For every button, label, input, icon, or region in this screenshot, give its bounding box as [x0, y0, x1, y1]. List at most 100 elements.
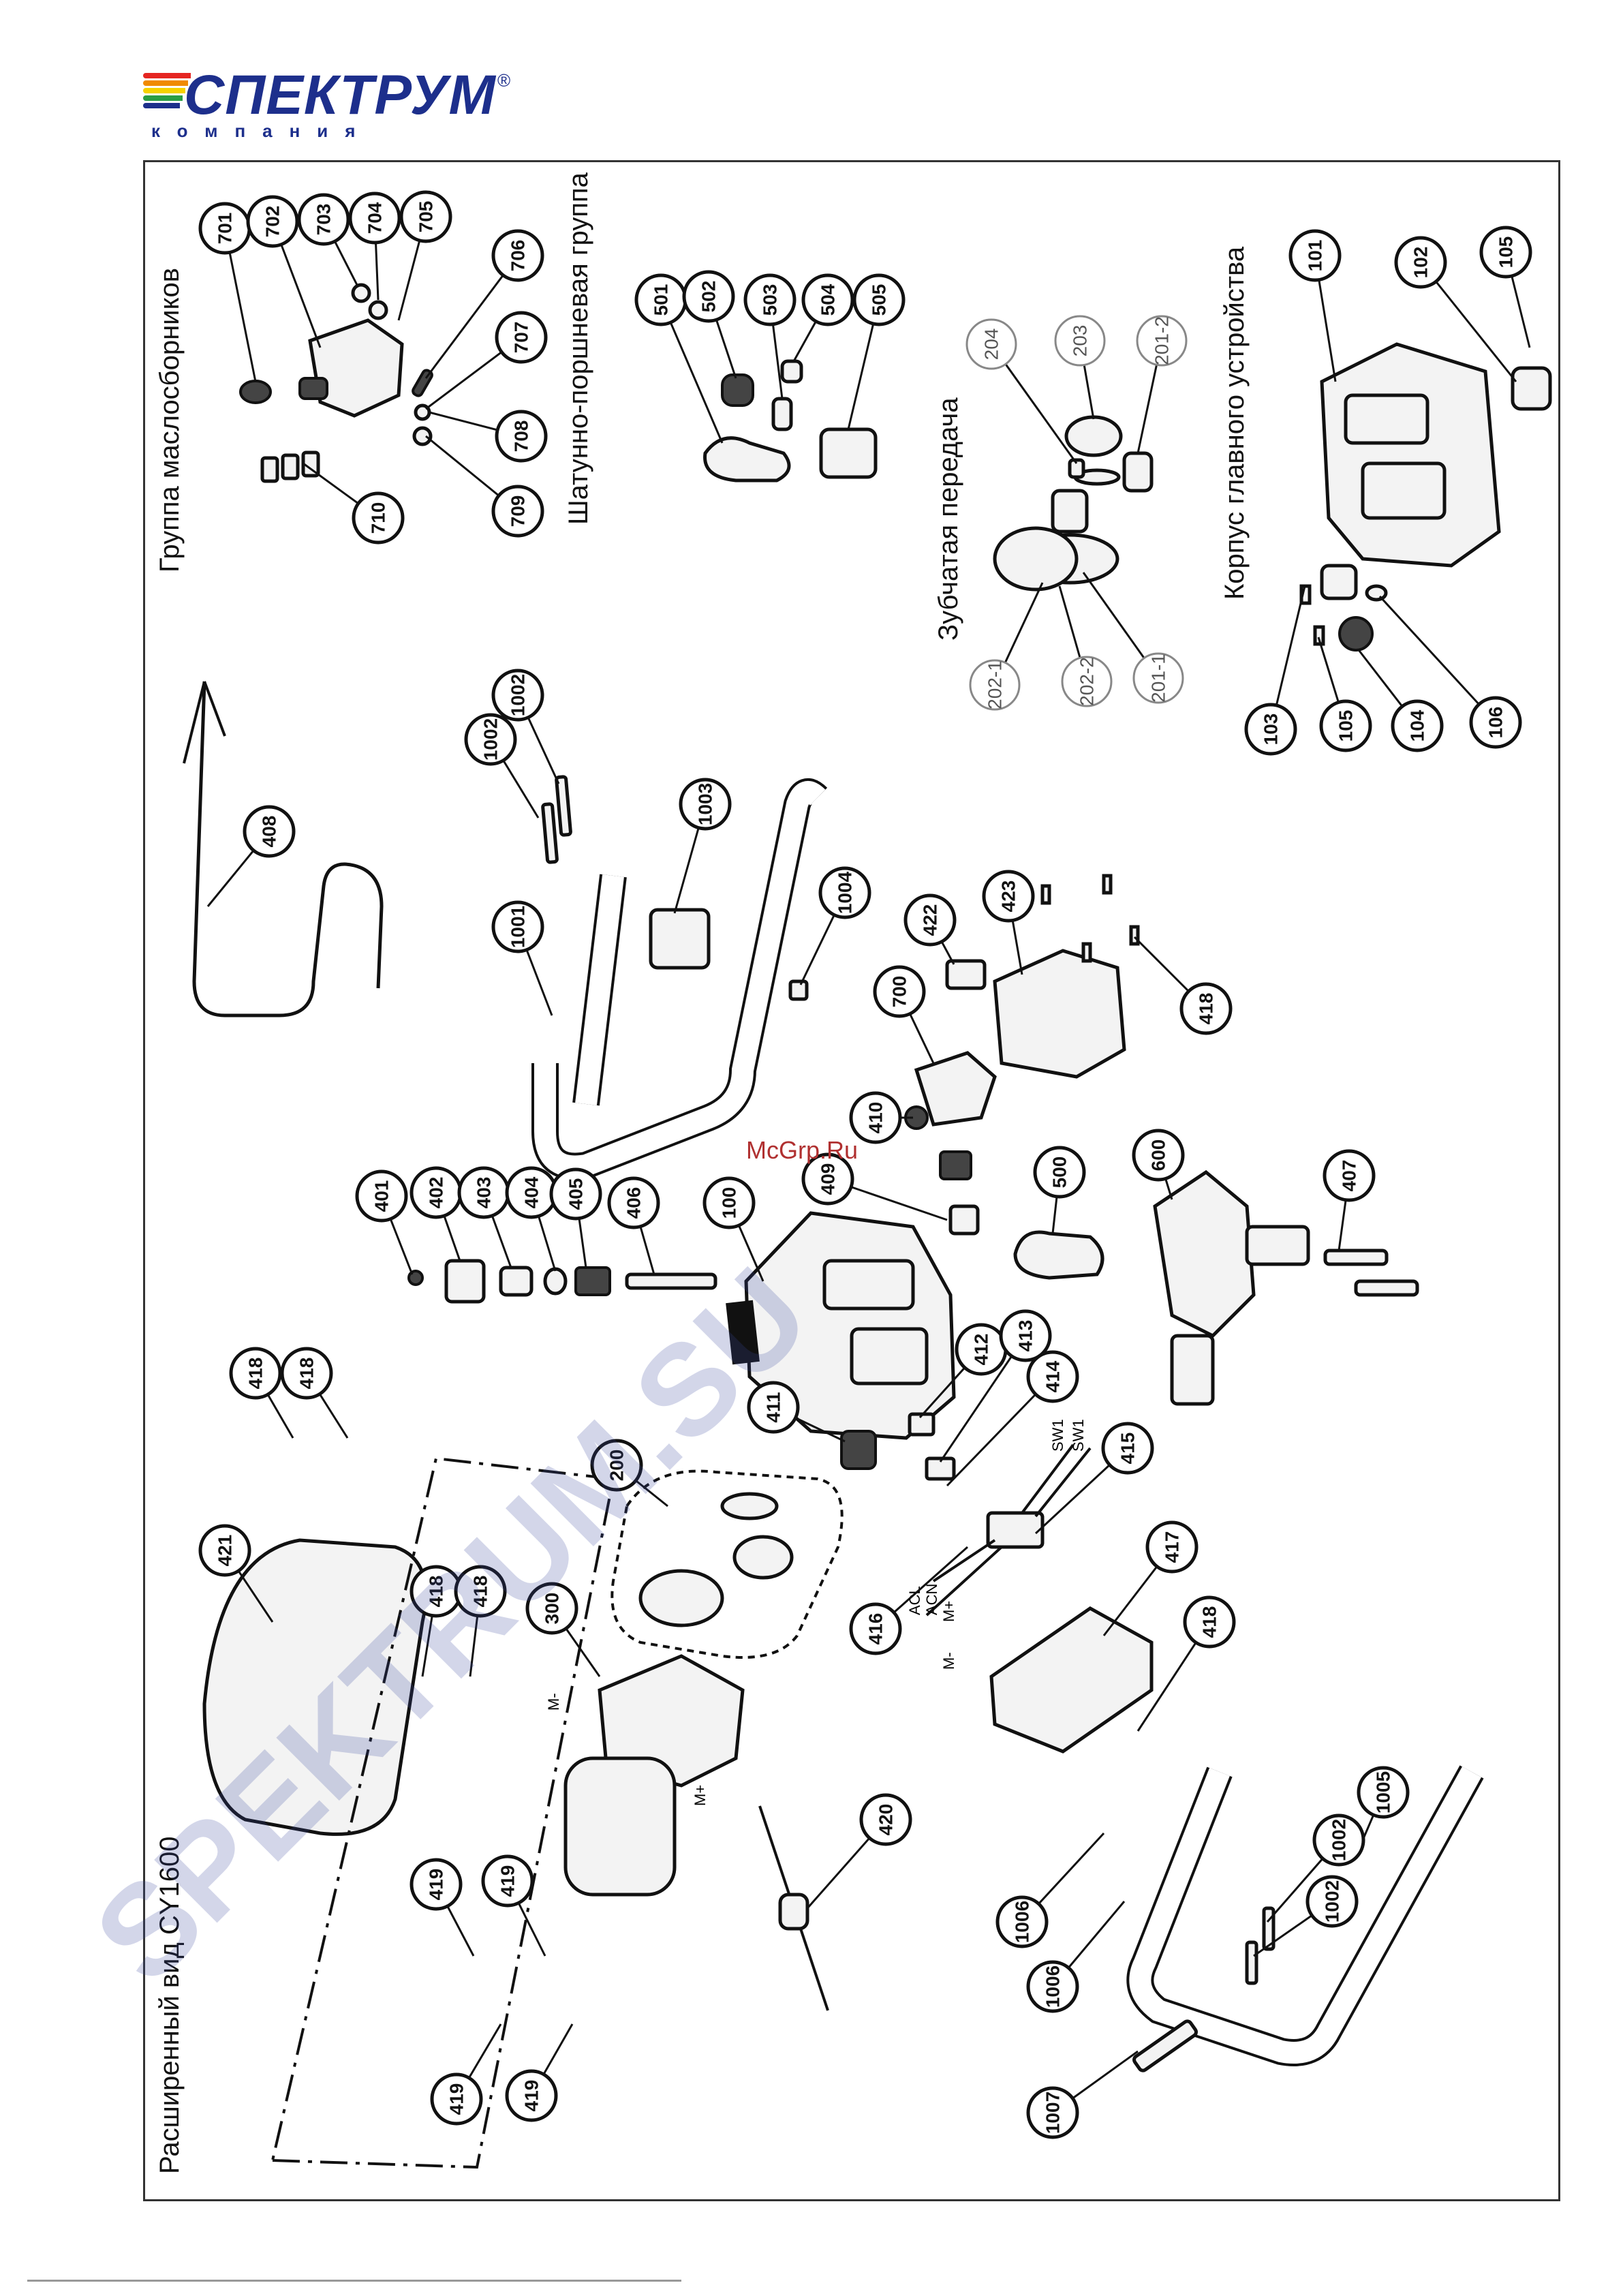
callout-circle-p1002c [1312, 1813, 1365, 1867]
callout-number-p420: 420 [876, 1804, 897, 1836]
callout-p409: 409 [801, 1152, 854, 1206]
callout-number-p710: 710 [368, 502, 389, 534]
brand-name: СПЕКТРУМ [184, 64, 496, 126]
shaft-202-1 [1051, 489, 1089, 534]
handle-1001-fill [534, 781, 826, 1178]
housing-100-handle [726, 1300, 760, 1365]
callout-circle-p102 [1394, 236, 1447, 289]
callout-number-p503: 503 [760, 284, 781, 316]
callout-number-p204: 204 [981, 328, 1002, 361]
callout-circle-p300 [525, 1582, 578, 1635]
callout-number-p406: 406 [623, 1187, 645, 1219]
callout-circle-p410 [849, 1091, 902, 1144]
callout-p707: 707 [495, 311, 548, 364]
callout-p700: 700 [873, 965, 926, 1018]
callout-number-p418f: 418 [1199, 1606, 1220, 1638]
callout-circle-p1001 [491, 900, 544, 953]
small-screw-b [368, 300, 388, 320]
callout-number-p502: 502 [698, 281, 720, 313]
callout-circle-p419c [430, 2072, 483, 2126]
callout-number-p705: 705 [416, 201, 437, 233]
pump-block-600 [1153, 1169, 1256, 1338]
callout-number-p419a: 419 [426, 1869, 447, 1901]
callout-number-p1002c: 1002 [1329, 1819, 1350, 1861]
washer-106 [1365, 584, 1388, 602]
callout-number-p103: 103 [1261, 714, 1282, 746]
gear-group-200-boundary [610, 1469, 844, 1659]
callout-number-p1006a: 1006 [1012, 1901, 1033, 1943]
callout-p418d: 418 [454, 1565, 507, 1618]
callout-circle-p700 [873, 965, 926, 1018]
callout-number-p405: 405 [566, 1178, 587, 1210]
wire-label-sw1: SW1 [1049, 1419, 1066, 1452]
cap-1004 [788, 979, 809, 1001]
power-cord-408 [192, 681, 384, 1017]
bolt-1002-b [555, 775, 572, 837]
cover-102 [1511, 366, 1552, 411]
callout-number-p702: 702 [262, 206, 283, 238]
pump-inlet [1170, 1334, 1215, 1406]
callout-p105a: 105 [1479, 226, 1532, 279]
callout-number-p423: 423 [998, 881, 1019, 913]
callout-number-p419d: 419 [521, 2080, 542, 2112]
callout-circle-p419d [505, 2069, 558, 2122]
stripe-2 [143, 80, 188, 86]
callout-p403: 403 [457, 1166, 510, 1219]
callout-number-p1007: 1007 [1042, 2092, 1064, 2134]
callout-number-p413: 413 [1015, 1320, 1036, 1352]
callout-circle-p418f [1183, 1595, 1236, 1649]
callout-p410: 410 [849, 1091, 902, 1144]
callout-circle-p703 [297, 193, 350, 246]
callout-number-p707: 707 [511, 322, 532, 354]
callout-p404: 404 [505, 1166, 558, 1219]
callout-number-p1002d: 1002 [1322, 1880, 1343, 1923]
callout-circle-p1002a [464, 713, 517, 766]
callout-p202_2: 202-2 [1061, 656, 1113, 707]
screw-418-top-a [1040, 884, 1051, 905]
callout-circle-p709 [491, 485, 544, 538]
callout-number-p1003: 1003 [695, 783, 716, 825]
callout-number-p404: 404 [521, 1176, 542, 1208]
switch-422 [945, 959, 987, 990]
callout-number-p202_1: 202-1 [985, 660, 1006, 709]
callout-number-p201_1: 201-1 [1148, 654, 1169, 703]
callout-circle-p505 [852, 273, 906, 326]
oring-404 [543, 1267, 568, 1296]
callout-number-p416: 416 [865, 1613, 886, 1645]
callout-circle-p1002d [1305, 1875, 1359, 1928]
bolt-407-a [1323, 1249, 1389, 1266]
callout-p1002c: 1002 [1312, 1813, 1365, 1867]
callout-number-p422: 422 [920, 904, 941, 936]
piston-505 [819, 427, 878, 479]
callout-number-p700: 700 [889, 976, 910, 1008]
callout-p500: 500 [1033, 1146, 1086, 1199]
callout-p1006a: 1006 [995, 1895, 1049, 1948]
group-label-conrod-piston: Шатунно-поршневая группа [563, 172, 593, 525]
assembly-guide-dashed [270, 1456, 615, 2169]
foot-1007 [1132, 2019, 1198, 2072]
callout-p401: 401 [355, 1169, 408, 1223]
callout-circle-p409 [801, 1152, 854, 1206]
callout-p201_1: 201-1 [1132, 652, 1184, 704]
callout-number-p105b: 105 [1335, 710, 1357, 742]
callout-circle-p401 [355, 1169, 408, 1223]
screw-418-top-b [1102, 874, 1113, 895]
callout-p1002b: 1002 [491, 669, 544, 722]
callout-p414: 414 [1026, 1350, 1079, 1403]
key-204 [1068, 458, 1085, 479]
callout-number-p414: 414 [1042, 1360, 1064, 1392]
callout-p419a: 419 [409, 1858, 463, 1911]
washer-200 [720, 1492, 779, 1520]
callout-p101: 101 [1288, 229, 1342, 282]
callout-p504: 504 [801, 273, 854, 326]
bolt-407-b [1354, 1279, 1419, 1297]
wire-label-sw2: SW1 [1070, 1419, 1087, 1452]
callout-number-p100: 100 [719, 1187, 740, 1219]
callout-p703: 703 [297, 193, 350, 246]
callout-p412: 412 [955, 1323, 1008, 1376]
gear-200-a [732, 1535, 794, 1580]
callout-p421: 421 [198, 1524, 251, 1577]
callout-circle-p502 [682, 270, 735, 323]
callout-number-p1002a: 1002 [480, 718, 501, 761]
callout-p1005: 1005 [1357, 1766, 1410, 1819]
